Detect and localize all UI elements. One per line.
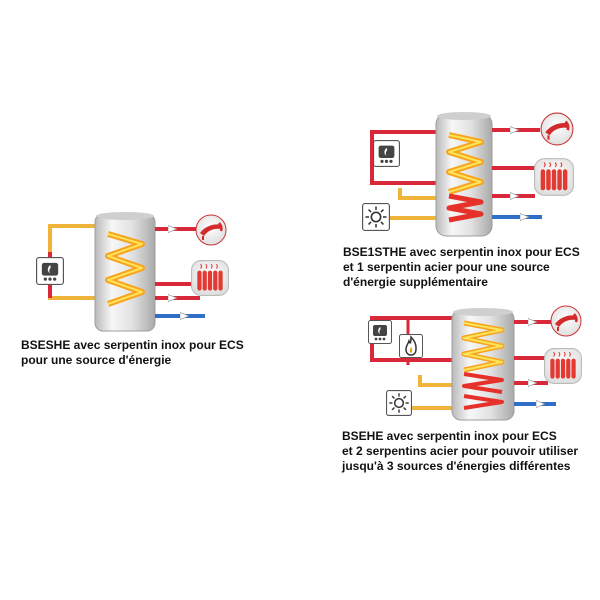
solar-collector-icon	[386, 390, 412, 416]
caption-line: jusqu'à 3 sources d'énergies différentes	[342, 459, 571, 473]
caption-bse1sthe: BSE1STHE avec serpentin inox pour ECS et…	[343, 245, 580, 290]
caption-bsehe: BSEHE avec serpentin inox pour ECS et 2 …	[342, 429, 578, 474]
coil-bseshe	[105, 231, 145, 307]
gas-flame-icon	[399, 334, 423, 358]
coil-bsehe	[461, 320, 505, 410]
caption-line: BSE1STHE avec serpentin inox pour ECS	[343, 245, 580, 259]
radiator-icon	[544, 348, 582, 384]
caption-line: BSEHE avec serpentin inox pour ECS	[342, 429, 557, 443]
coil-bse1sthe	[446, 132, 484, 223]
caption-line: pour une source d'énergie	[21, 353, 172, 367]
boiler-icon	[368, 320, 392, 344]
caption-line: d'énergie supplémentaire	[343, 275, 488, 289]
caption-line: et 1 serpentin acier pour une source	[343, 260, 550, 274]
caption-line: BSESHE avec serpentin inox pour ECS	[21, 338, 244, 352]
caption-bseshe: BSESHE avec serpentin inox pour ECS pour…	[21, 338, 244, 368]
caption-line: et 2 serpentins acier pour pouvoir utili…	[342, 444, 579, 458]
hot-water-tap-icon	[550, 305, 582, 337]
